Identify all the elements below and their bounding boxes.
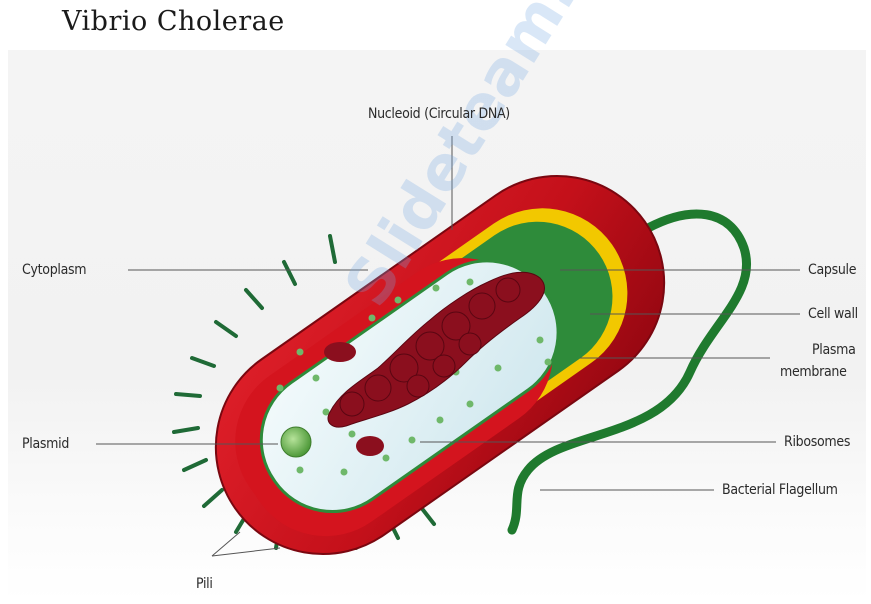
label-cytoplasm: Cytoplasm (22, 262, 86, 278)
plasmid-shape (281, 427, 311, 457)
label-plasma-line2: membrane (780, 364, 847, 380)
label-pili: Pili (196, 576, 213, 592)
label-ribosomes: Ribosomes (784, 434, 850, 450)
label-nucleoid: Nucleoid (Circular DNA) (368, 106, 510, 122)
label-capsule: Capsule (808, 262, 856, 278)
label-bacterial-flagellum: Bacterial Flagellum (722, 482, 838, 498)
label-cell-wall: Cell wall (808, 306, 858, 322)
label-plasma-line1: Plasma (812, 342, 856, 358)
label-plasmid: Plasmid (22, 436, 69, 452)
